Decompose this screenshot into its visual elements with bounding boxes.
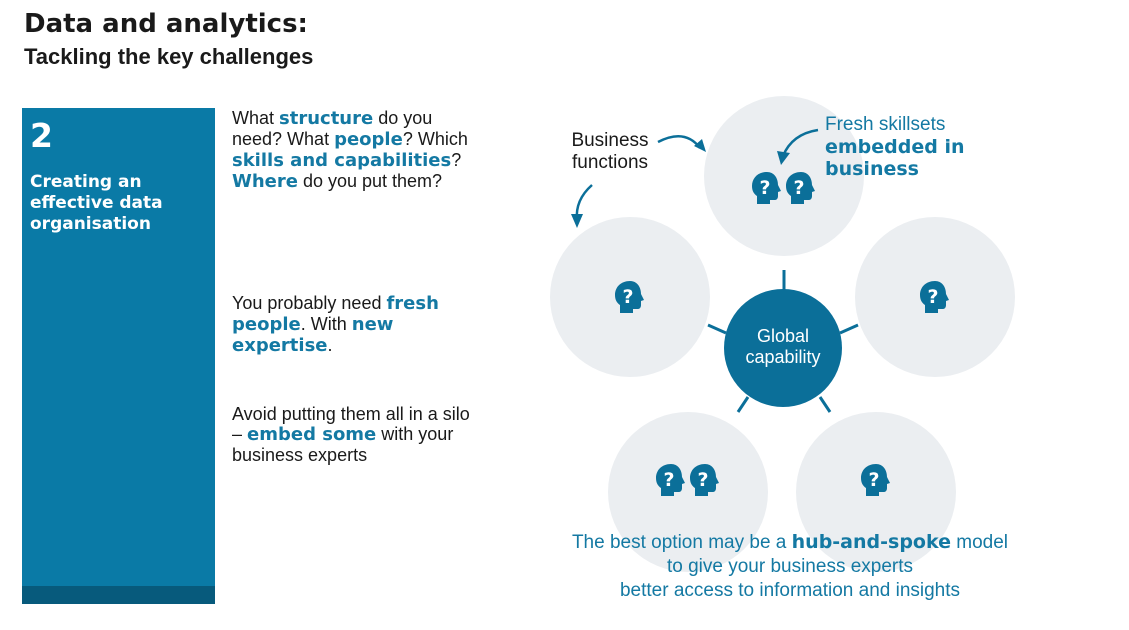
arrowhead-business-functions-right [694,139,706,152]
page-title: Data and analytics: [24,9,308,39]
fresh-skillsets-line2: embedded in [825,136,965,158]
p2-highlight-new-expertise: new expertise [232,314,394,356]
hub-circle [724,289,842,407]
p2-text-2: . With [300,314,352,334]
caption-line2: to give your business experts [666,556,914,577]
caption-line3: better access to information and insight… [619,580,961,601]
label-fresh-skillsets: Fresh skillsets embedded in business [825,114,1025,180]
svg-text:?: ? [793,177,804,199]
p1-highlight-people: people [334,129,403,150]
arrowhead-business-functions-down [571,214,583,228]
svg-text:?: ? [759,177,770,199]
paragraph-structure: What structure do you need? What people?… [232,108,477,192]
fresh-skillsets-line1: Fresh skillsets [825,114,946,135]
spoke-circle-top [704,96,864,256]
business-functions-line1: Business [571,130,649,151]
panel-footer-bar [22,586,215,604]
person-question-icon: ? [918,281,952,319]
p1-text-2: do you need? What [232,108,433,149]
person-question-icon: ? [613,281,647,319]
label-business-functions: Business functions [565,130,655,174]
svg-text:?: ? [663,469,674,491]
caption-line1-pre: The best option may be a [571,532,792,553]
hub-label-line2: capability [745,347,821,367]
p3-text-2: with your business experts [232,424,454,465]
p1-text-5: do you put them? [297,171,443,191]
hub-connectors [707,270,859,413]
business-functions-line2: functions [571,152,649,173]
person-question-icon: ? [688,464,722,502]
p2-highlight-fresh-people: fresh people [232,293,439,335]
caption-line1: The best option may be a hub-and-spoke m… [520,530,1060,555]
connector-left [707,323,727,335]
connector-bottom-left [736,396,750,413]
page-subtitle: Tackling the key challenges [24,44,314,69]
p1-highlight-structure: structure [279,108,374,129]
paragraph-fresh-people: You probably need fresh people. With new… [232,293,477,356]
spoke-icon-top: ?? [750,170,818,206]
fresh-skillsets-line3: business [825,158,919,180]
paragraph-silo: Avoid putting them all in a silo – embed… [232,404,477,465]
challenge-title: Creating an effective data organisation [30,172,163,234]
spoke-icon-bottom-right: ? [859,462,893,498]
spoke-icon-left: ? [613,279,647,315]
challenge-panel: 2 Creating an effective data organisatio… [22,108,215,604]
person-question-icon: ? [654,464,688,502]
p1-text-4: ? [451,150,462,170]
p1-highlight-where: Where [232,171,298,192]
arrowhead-fresh-skillsets [777,151,790,165]
spoke-circle-bottom-left [608,412,768,572]
caption-line1-post: model [951,532,1009,553]
hub-label-line1: Global [756,326,810,346]
p1-text-3: ? Which [402,129,468,149]
hub-label-text: Global capability [724,326,842,368]
p1-text-1: What [232,108,280,128]
connector-bottom-right [818,396,832,413]
hub-and-spoke-caption: The best option may be a hub-and-spoke m… [520,530,1060,603]
p2-text-1: You probably need [232,293,387,313]
person-question-icon: ? [784,172,818,210]
caption-highlight-hub-and-spoke: hub-and-spoke [791,531,951,553]
p3-highlight-embed: embed some [247,424,377,445]
svg-text:?: ? [622,286,633,308]
p3-text-1: Avoid putting them all in a silo – [232,404,470,444]
spoke-icon-right: ? [918,279,952,315]
svg-text:?: ? [697,469,708,491]
person-question-icon: ? [750,172,784,210]
p1-highlight-skills: skills and capabilities [232,150,452,171]
arrow-business-functions-right [657,135,701,149]
challenge-number: 2 [30,116,53,155]
p2-text-3: . [327,335,333,355]
svg-text:?: ? [927,286,938,308]
person-question-icon: ? [859,464,893,502]
spoke-icon-bottom-left: ?? [654,462,722,498]
svg-text:?: ? [868,469,879,491]
connector-right [839,323,859,335]
